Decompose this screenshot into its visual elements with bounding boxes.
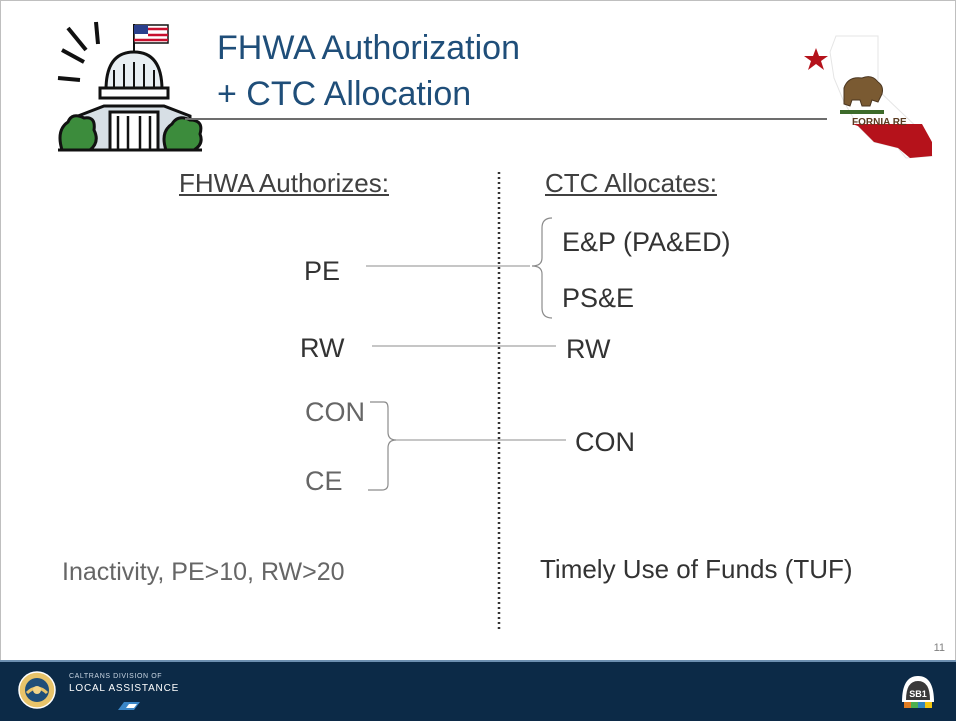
org-name-line2: LOCAL ASSISTANCE: [69, 683, 180, 694]
right-item-rw: RW: [566, 334, 611, 364]
right-column-note: Timely Use of Funds (TUF): [540, 554, 853, 584]
left-column-note: Inactivity, PE>10, RW>20: [62, 558, 345, 586]
footer-bar: [0, 660, 956, 721]
title-underline: [185, 118, 827, 120]
pe-bracket: [531, 217, 553, 319]
capitol-building-icon: [57, 21, 203, 152]
slide-title-line1: FHWA Authorization: [217, 29, 520, 67]
california-flag-map-icon: FORNIA RE: [804, 35, 933, 159]
footer-rule: [0, 660, 956, 662]
left-item-con: CON: [305, 397, 365, 427]
svg-text:SB1: SB1: [909, 689, 927, 699]
caltrans-logo-icon: [118, 702, 140, 710]
right-item-ep: E&P (PA&ED): [562, 227, 731, 257]
right-item-pse: PS&E: [562, 283, 635, 313]
left-item-ce: CE: [305, 466, 343, 496]
page-number: 11: [933, 642, 945, 654]
caltrans-seal-icon: [18, 671, 56, 709]
org-name-line1: CALTRANS DIVISION OF: [69, 673, 163, 680]
right-item-con: CON: [575, 427, 635, 457]
svg-text:FORNIA RE: FORNIA RE: [852, 117, 907, 128]
sb1-badge-icon: SB1: [902, 676, 934, 708]
slide-title-line2: + CTC Allocation: [217, 75, 472, 113]
left-column-header: FHWA Authorizes:: [179, 168, 389, 198]
left-item-pe: PE: [304, 256, 341, 286]
right-column-header: CTC Allocates:: [545, 168, 717, 198]
con-ce-bracket: [368, 401, 397, 491]
left-item-rw: RW: [300, 333, 345, 363]
